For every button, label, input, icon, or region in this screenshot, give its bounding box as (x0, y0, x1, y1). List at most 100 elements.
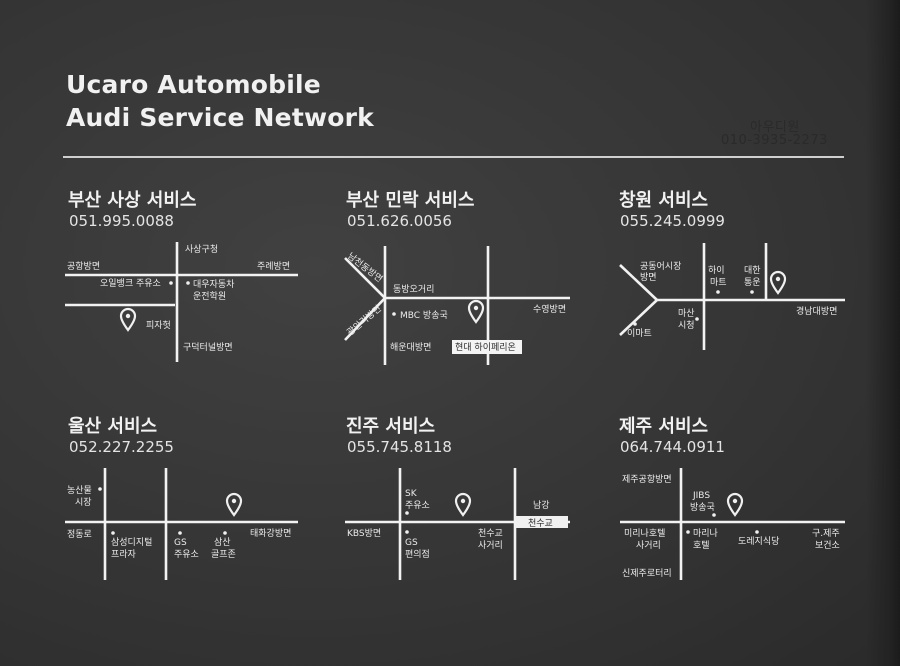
map-label: 남천동방면 (345, 251, 384, 285)
section-title-changwon: 창원 서비스 (619, 190, 709, 211)
map-label: 주유소 (174, 549, 199, 560)
map-label: KBS방면 (347, 528, 381, 539)
map-label: JIBS (692, 491, 710, 501)
location-dot (111, 531, 115, 535)
map-label: 오일뱅크 주유소 (100, 278, 161, 289)
map-label: 광안리방면 (344, 302, 383, 338)
map-label: 정동로 (67, 529, 92, 540)
location-pin-icon (726, 492, 744, 517)
map-label: MBC 방송국 (400, 310, 448, 321)
map-changwon: 공동어시장 방면 하이 마트 대한 통운 경남대방면 이마트 마산 시청 (619, 243, 845, 350)
brand-title: Ucaro Automobile (66, 70, 321, 99)
section-phone-jinju[interactable]: 055.745.8118 (347, 438, 452, 456)
map-label: 삼산 (214, 537, 231, 548)
road (344, 257, 386, 299)
label-box (452, 340, 522, 354)
map-label: 주유소 (405, 500, 430, 511)
location-dot (186, 281, 190, 285)
map-label: 미리나호텔 (624, 527, 665, 539)
map-label: 대우자동차 (193, 278, 235, 290)
map-label: 이마트 (627, 328, 652, 339)
section-title-busan-minrak: 부산 민락 서비스 (346, 190, 475, 211)
map-label: 현대 하이페리온 (455, 342, 516, 353)
map-label: 주례방면 (257, 261, 290, 272)
road (619, 299, 658, 336)
map-jeju: 제주공항방면 JIBS 방송국 미리나호텔 사거리 마리나 호텔 도레지식당 구… (620, 468, 845, 580)
map-label: 사거리 (478, 540, 503, 551)
map-label: SK (405, 489, 418, 499)
map-label: 제주공항방면 (622, 474, 672, 485)
location-dot (755, 530, 759, 534)
location-dot (223, 531, 227, 535)
map-label: GS (174, 538, 187, 548)
map-label: 수영방면 (533, 304, 566, 315)
location-pin-icon (225, 492, 243, 517)
map-label: GS (405, 538, 418, 548)
map-label: 천수교 (528, 518, 553, 529)
map-label: 도레지식당 (738, 536, 779, 547)
map-label: 남강 (533, 500, 550, 511)
map-busan-minrak: 남천동방면 동방오거리 광안리방면 MBC 방송국 수영방면 해운대방면 현대 … (344, 246, 570, 365)
map-label: 시청 (678, 320, 695, 331)
card-edge-shadow (866, 0, 900, 666)
stamp-name: 아우디원 (750, 120, 800, 135)
map-label: 공항방면 (67, 261, 100, 272)
map-label: 구.제주 (812, 528, 840, 539)
location-pin-icon (454, 492, 472, 517)
map-label: 구덕터널방면 (183, 342, 233, 353)
map-label: 태화강방면 (250, 528, 291, 539)
map-label: 신제주로터리 (622, 568, 672, 579)
section-title-busan-sasang: 부산 사상 서비스 (68, 190, 197, 211)
bridge-box (516, 516, 568, 528)
header-divider (63, 156, 844, 158)
map-label: 공동어시장 (640, 261, 681, 272)
map-label: 농산물 (67, 485, 92, 496)
location-dot (392, 312, 396, 316)
location-dot (178, 531, 182, 535)
location-dot (712, 513, 716, 517)
map-label: 호텔 (693, 539, 710, 551)
map-ulsan: 농산물 시장 정동로 삼성디지털 프라자 GS 주유소 삼산 골프존 태화강방면 (65, 468, 298, 580)
location-pin-icon (769, 270, 787, 295)
location-pin-icon (119, 307, 137, 332)
map-busan-sasang: 사상구청 공항방면 주례방면 오일뱅크 주유소 대우자동차 운전학원 피자헛 구… (65, 242, 298, 362)
section-phone-ulsan[interactable]: 052.227.2255 (69, 438, 174, 456)
location-dot (686, 530, 690, 534)
section-phone-busan-sasang[interactable]: 051.995.0088 (69, 212, 174, 230)
section-phone-changwon[interactable]: 055.245.0999 (620, 212, 725, 230)
map-jinju: SK 주유소 남강 천수교 KBS방면 GS 편의점 천수교 사거리 (345, 468, 570, 580)
map-label: 대한 (744, 265, 761, 276)
location-dot (695, 317, 699, 321)
section-title-ulsan: 울산 서비스 (68, 416, 158, 437)
map-label: 통운 (744, 277, 761, 288)
map-label: 해운대방면 (390, 342, 431, 353)
map-label: 편의점 (405, 548, 430, 560)
section-title-jeju: 제주 서비스 (619, 416, 709, 437)
map-label: 마산 (678, 308, 695, 319)
map-label: 방송국 (690, 502, 715, 513)
map-label: 사상구청 (185, 244, 218, 255)
location-dot (405, 530, 409, 534)
map-label: 방면 (640, 272, 657, 283)
map-label: 시장 (75, 497, 92, 508)
brand-subtitle: Audi Service Network (66, 103, 375, 132)
stamp-phone: 010-3935-2273 (721, 133, 828, 148)
section-phone-busan-minrak[interactable]: 051.626.0056 (347, 212, 452, 230)
map-label: 마리나 (693, 528, 718, 539)
location-dot (169, 281, 173, 285)
section-title-jinju: 진주 서비스 (346, 416, 436, 437)
map-label: 천수교 (478, 528, 503, 539)
location-dot (633, 322, 637, 326)
location-dot (98, 487, 102, 491)
map-label: 피자헛 (146, 320, 171, 331)
section-phone-jeju[interactable]: 064.744.0911 (620, 438, 725, 456)
map-label: 동방오거리 (393, 284, 434, 295)
map-label: 경남대방면 (796, 305, 837, 317)
map-label: 운전학원 (193, 291, 226, 302)
road (619, 264, 658, 301)
location-pin-icon (467, 299, 485, 324)
road (344, 297, 386, 341)
map-label: 하이 (708, 265, 725, 276)
